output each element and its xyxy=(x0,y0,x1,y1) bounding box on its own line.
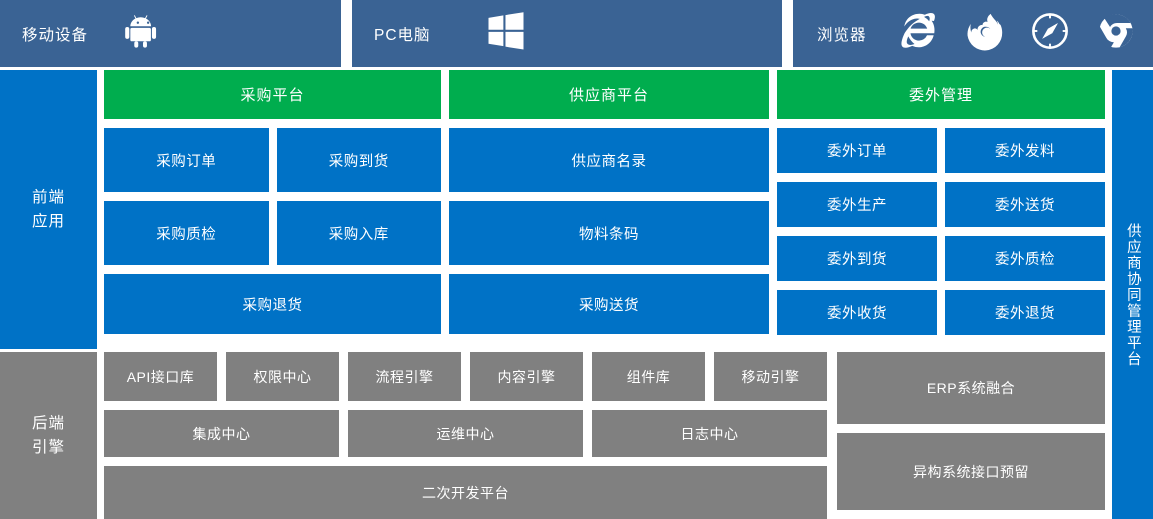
tile-operations-center[interactable]: 运维中心 xyxy=(348,410,583,457)
internet-explorer-icon xyxy=(897,10,939,57)
group-header-outsourcing[interactable]: 委外管理 xyxy=(777,70,1105,119)
topbar-label-pc: PC电脑 xyxy=(374,26,431,44)
tile-mobile-engine[interactable]: 移动引擎 xyxy=(714,352,827,401)
tile-material-barcode[interactable]: 物料条码 xyxy=(449,201,769,265)
outsourcing-row-4: 委外收货 委外退货 xyxy=(777,290,1105,335)
topbar-icons-pc xyxy=(485,10,527,57)
topbar-segment-browser[interactable]: 浏览器 xyxy=(793,0,1153,67)
tile-outsourcing-return[interactable]: 委外退货 xyxy=(945,290,1105,335)
backend-engine-band: 后端 引擎 API接口库 权限中心 流程引擎 内容引擎 组件库 移动引擎 集成中… xyxy=(0,352,1153,519)
tile-outsourcing-delivery[interactable]: 委外送货 xyxy=(945,182,1105,227)
tile-outsourcing-arrival[interactable]: 委外到货 xyxy=(777,236,937,281)
tile-secondary-development-platform[interactable]: 二次开发平台 xyxy=(104,466,827,519)
outsourcing-row-3: 委外到货 委外质检 xyxy=(777,236,1105,281)
topbar-segment-mobile[interactable]: 移动设备 xyxy=(0,0,341,67)
backend-side-label-line2: 引擎 xyxy=(31,438,65,456)
tile-permission-center[interactable]: 权限中心 xyxy=(226,352,339,401)
tile-process-engine[interactable]: 流程引擎 xyxy=(348,352,461,401)
tile-component-library[interactable]: 组件库 xyxy=(592,352,705,401)
topbar-segment-pc[interactable]: PC电脑 xyxy=(352,0,782,67)
backend-row-engines: API接口库 权限中心 流程引擎 内容引擎 组件库 移动引擎 xyxy=(104,352,827,401)
procurement-row-3: 采购退货 xyxy=(104,274,441,334)
supplier-row-2: 物料条码 xyxy=(449,201,769,265)
backend-modules: API接口库 权限中心 流程引擎 内容引擎 组件库 移动引擎 集成中心 运维中心… xyxy=(104,352,1105,519)
supplier-row-3: 采购送货 xyxy=(449,274,769,334)
tile-outsourcing-inspection[interactable]: 委外质检 xyxy=(945,236,1105,281)
tile-erp-integration[interactable]: ERP系统融合 xyxy=(837,352,1105,424)
windows-icon xyxy=(485,10,527,57)
backend-right-group: ERP系统融合 异构系统接口预留 xyxy=(837,352,1105,519)
group-header-supplier[interactable]: 供应商平台 xyxy=(449,70,769,119)
firefox-icon xyxy=(963,10,1005,57)
frontend-side-label-line2: 应用 xyxy=(31,212,65,230)
procurement-row-1: 采购订单 采购到货 xyxy=(104,128,441,192)
tile-outsourcing-order[interactable]: 委外订单 xyxy=(777,128,937,173)
android-icon xyxy=(124,12,162,55)
procurement-row-2: 采购质检 采购入库 xyxy=(104,201,441,265)
outsourcing-row-2: 委外生产 委外送货 xyxy=(777,182,1105,227)
frontend-application-band: 前端 应用 采购平台 采购订单 采购到货 采购质检 采购入库 采购退货 xyxy=(0,70,1153,349)
tile-purchase-return[interactable]: 采购退货 xyxy=(104,274,441,334)
backend-row-centers: 集成中心 运维中心 日志中心 xyxy=(104,410,827,457)
tile-outsourcing-production[interactable]: 委外生产 xyxy=(777,182,937,227)
topbar-icons-browser xyxy=(897,10,1137,57)
tile-content-engine[interactable]: 内容引擎 xyxy=(470,352,583,401)
tile-purchase-arrival[interactable]: 采购到货 xyxy=(276,128,441,192)
tile-purchase-inspection[interactable]: 采购质检 xyxy=(104,201,269,265)
backend-left-group: API接口库 权限中心 流程引擎 内容引擎 组件库 移动引擎 集成中心 运维中心… xyxy=(104,352,827,519)
tile-log-center[interactable]: 日志中心 xyxy=(592,410,827,457)
topbar-label-browser: 浏览器 xyxy=(817,26,867,44)
outsourcing-row-1: 委外订单 委外发料 xyxy=(777,128,1105,173)
column-procurement-platform: 采购平台 采购订单 采购到货 采购质检 采购入库 采购退货 xyxy=(104,70,441,349)
tile-supplier-directory[interactable]: 供应商名录 xyxy=(449,128,769,192)
frontend-side-label: 前端 应用 xyxy=(0,70,97,349)
frontend-columns: 采购平台 采购订单 采购到货 采购质检 采购入库 采购退货 供应商平台 供应商名… xyxy=(104,70,1105,349)
chrome-icon xyxy=(1095,10,1137,57)
topbar-icons-mobile xyxy=(124,12,162,55)
tile-heterogeneous-interface-reserve[interactable]: 异构系统接口预留 xyxy=(837,433,1105,510)
column-supplier-platform: 供应商平台 供应商名录 物料条码 采购送货 xyxy=(449,70,769,349)
safari-icon xyxy=(1029,10,1071,57)
topbar-label-mobile: 移动设备 xyxy=(22,26,89,44)
group-header-procurement[interactable]: 采购平台 xyxy=(104,70,441,119)
frontend-side-label-line1: 前端 xyxy=(31,189,65,207)
tile-integration-center[interactable]: 集成中心 xyxy=(104,410,339,457)
tile-purchase-warehousing[interactable]: 采购入库 xyxy=(276,201,441,265)
supplier-row-1: 供应商名录 xyxy=(449,128,769,192)
column-outsourcing-management: 委外管理 委外订单 委外发料 委外生产 委外送货 委外到货 委外质检 委外收货 … xyxy=(777,70,1105,349)
tile-outsourcing-receipt[interactable]: 委外收货 xyxy=(777,290,937,335)
backend-side-label-line1: 后端 xyxy=(31,415,65,433)
device-access-bar: 移动设备 xyxy=(0,0,1153,67)
platform-title-sidebar: 供应商协同管理平台 xyxy=(1112,70,1153,519)
tile-outsourcing-material-issue[interactable]: 委外发料 xyxy=(945,128,1105,173)
backend-row-secondary-dev: 二次开发平台 xyxy=(104,466,827,519)
tile-purchase-order[interactable]: 采购订单 xyxy=(104,128,269,192)
backend-side-label: 后端 引擎 xyxy=(0,352,97,519)
tile-api-library[interactable]: API接口库 xyxy=(104,352,217,401)
tile-purchase-delivery[interactable]: 采购送货 xyxy=(449,274,769,334)
